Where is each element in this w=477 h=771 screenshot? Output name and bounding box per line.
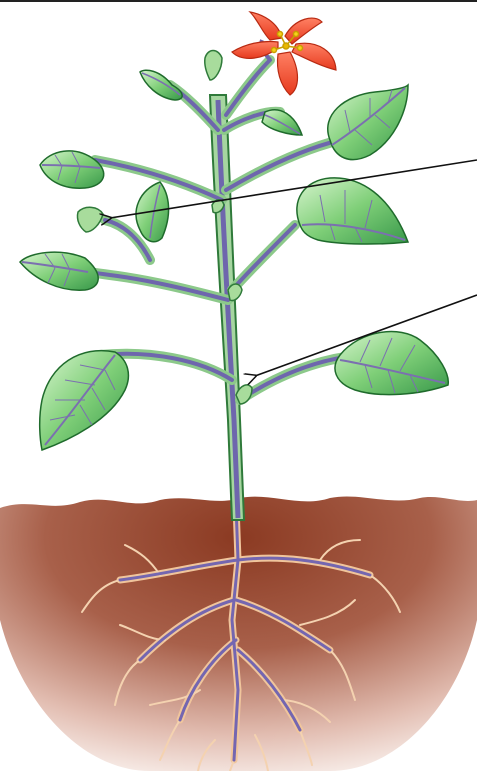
leaf-lower-left	[40, 351, 129, 450]
leaf-upper-right	[328, 85, 408, 160]
leaf-middle-right	[297, 178, 408, 244]
bud-small-1	[228, 284, 242, 301]
leaf-middle-left	[20, 252, 98, 290]
petal-top	[250, 12, 282, 40]
leaf-top-right	[262, 110, 302, 135]
petal-bottom	[278, 52, 298, 95]
terminal-bud-top	[205, 51, 222, 81]
stem	[210, 95, 244, 520]
terminal-bud-branch	[77, 207, 103, 232]
